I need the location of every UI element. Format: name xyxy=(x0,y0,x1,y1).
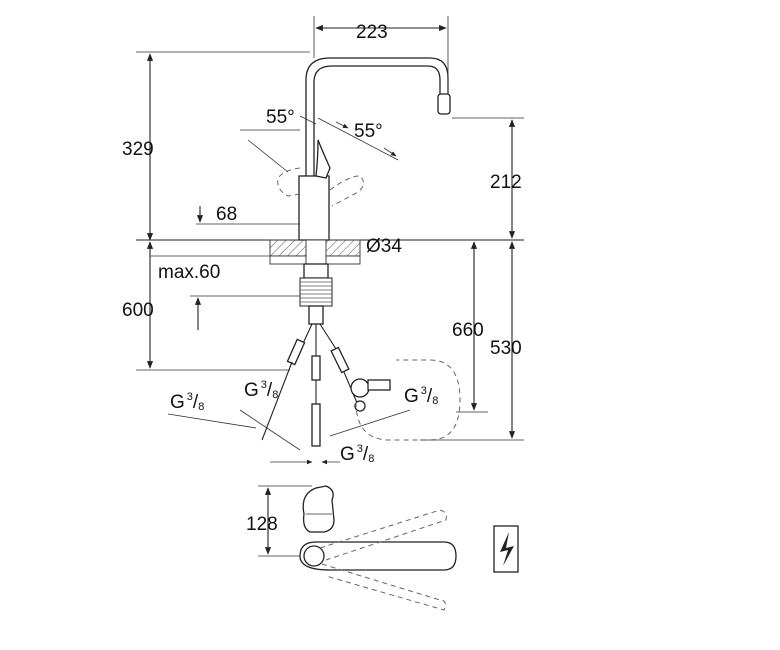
angle-lines xyxy=(240,115,399,173)
handle-left-ghost xyxy=(277,167,301,197)
handle-right-ghost xyxy=(329,175,364,207)
dim-600: 600 xyxy=(122,241,300,371)
dim-212-label: 212 xyxy=(490,172,522,193)
dim-128-label: 128 xyxy=(246,514,278,535)
dim-329: 329 xyxy=(122,51,310,241)
angle-right-label: 55° xyxy=(354,121,383,142)
lightning-icon xyxy=(493,525,519,573)
top-base xyxy=(303,545,325,567)
fitting-center xyxy=(311,355,321,381)
fitting-right xyxy=(330,346,350,374)
faucet-side-view xyxy=(277,57,451,241)
dim-660: 660 xyxy=(452,241,488,413)
dim-212: 212 xyxy=(452,117,524,239)
supply-hoses xyxy=(261,323,461,447)
valve-body xyxy=(367,379,391,391)
dim-600-label: 600 xyxy=(122,300,154,321)
top-spout xyxy=(299,541,457,571)
aerator xyxy=(437,93,451,115)
dim-max60: max.60 xyxy=(150,255,270,283)
hose-loop-dashed xyxy=(355,359,461,441)
faucet-body xyxy=(298,175,330,241)
dim-660-label: 660 xyxy=(452,320,484,341)
fitting-bottom xyxy=(311,403,321,447)
dim-530: 530 xyxy=(420,241,524,441)
diameter-label: Ø34 xyxy=(366,236,402,257)
dim-223: 223 xyxy=(313,16,449,94)
dim-530-label: 530 xyxy=(490,338,522,359)
spout-ghost-up xyxy=(319,509,447,561)
svg-text:G3/8: G3/8 xyxy=(170,391,204,413)
spout-ghost-down xyxy=(321,563,446,611)
dim-329-label: 329 xyxy=(122,139,154,160)
dim-68-label: 68 xyxy=(216,204,237,225)
max-thickness-label: max.60 xyxy=(158,262,220,283)
svg-text:G3/8: G3/8 xyxy=(404,385,438,407)
top-handle xyxy=(302,485,335,533)
thread-g: G xyxy=(170,392,185,413)
svg-text:G3/8: G3/8 xyxy=(340,443,374,465)
check-valve xyxy=(350,378,370,398)
countertop-section: Ø34 xyxy=(136,236,524,265)
dim-128: 128 xyxy=(246,485,312,557)
dim-68: 68 xyxy=(196,204,300,225)
fitting-left xyxy=(286,338,306,366)
dim-223-label: 223 xyxy=(356,22,388,43)
faucet-top-view xyxy=(299,485,457,611)
mounting-shank xyxy=(299,263,333,325)
angle-left-label: 55° xyxy=(266,107,295,128)
svg-text:G3/8: G3/8 xyxy=(244,379,278,401)
lever-handle xyxy=(315,139,331,179)
